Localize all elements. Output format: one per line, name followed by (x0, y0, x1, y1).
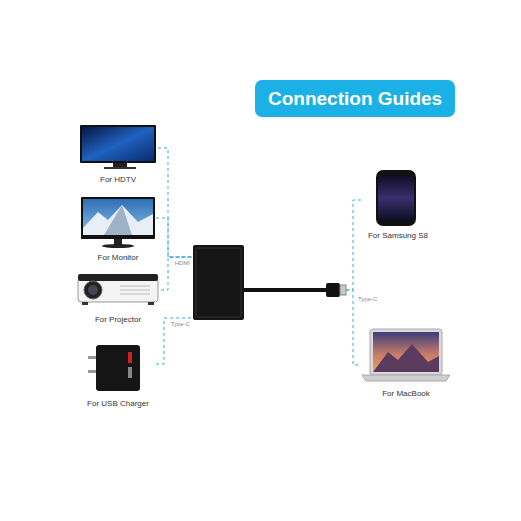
port-label: Type-C (170, 321, 191, 328)
title-banner: Connection Guides (255, 80, 455, 117)
monitor-icon (81, 197, 155, 248)
device-node: For Samsung S8 (362, 168, 434, 243)
device-node: For USB Charger (80, 342, 156, 411)
projector-icon (78, 274, 158, 305)
device-node: For MacBook (360, 328, 452, 401)
device-caption: For Samsung S8 (362, 231, 434, 241)
dashed-connector (156, 218, 193, 257)
device-caption: For USB Charger (80, 399, 156, 409)
device-caption: For Monitor (80, 253, 156, 263)
dashed-connector (156, 318, 193, 364)
device-node: For Projector (75, 270, 161, 327)
dashed-connector (346, 200, 362, 290)
adapter-node: HDMIType-C (193, 245, 346, 321)
device-node: For Monitor (80, 196, 156, 265)
charger-icon (88, 345, 140, 391)
tv-icon (80, 125, 156, 169)
dashed-connector (158, 148, 193, 257)
port-label: HDMI (174, 260, 191, 267)
dashed-connector (161, 257, 193, 290)
port-label: Type-C (357, 296, 378, 303)
phone-icon (376, 170, 416, 226)
laptop-icon (362, 329, 450, 381)
device-node: For HDTV (78, 124, 158, 187)
device-caption: For HDTV (78, 175, 158, 185)
device-caption: For Projector (75, 315, 161, 325)
adapter-illustration (193, 245, 346, 320)
device-caption: For MacBook (360, 389, 452, 399)
